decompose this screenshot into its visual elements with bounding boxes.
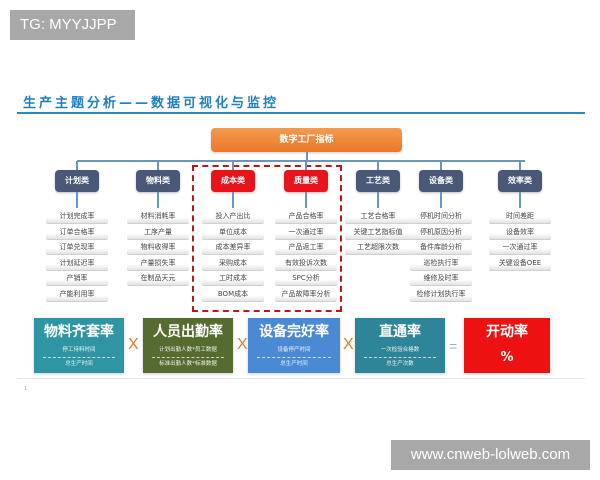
connector-category-stem [305,192,307,208]
connector-category-drop [76,161,78,171]
metric-item: 投入产出比 [202,210,264,224]
category-node: 效率类 [498,170,542,192]
metric-item: BOM成本 [202,287,264,302]
card-denominator: 总生产时间 [65,361,93,367]
card-title: 人员出勤率 [153,324,223,340]
card-numerator: 设备停产时间 [277,347,311,353]
metric-item: 订单兑现率 [46,241,108,255]
metric-item: 订单合格率 [46,225,108,240]
result-title: 开动率 [486,324,528,340]
connector-horizontal-bus [77,160,525,162]
metric-item: 工时成本 [202,272,264,286]
metric-item: 工艺超限次数 [345,241,411,255]
metric-item: 产量损失率 [127,256,189,271]
metric-item: 工序产量 [127,225,189,240]
multiply-operator: X [237,336,248,353]
metric-item: 检修计划执行率 [410,287,472,302]
card-title: 物料齐套率 [44,324,114,340]
fraction-bar [43,357,115,358]
connector-category-drop [232,161,234,171]
connector-category-drop [377,161,379,171]
bottom-divider [17,378,585,379]
equals-operator: = [449,338,458,354]
metric-item: 停机原因分析 [410,225,472,240]
metric-item: 巡检执行率 [410,256,472,271]
fraction-bar [257,357,331,358]
connector-category-stem [440,192,442,208]
formula-card-attendance-rate: 人员出勤率 计划出勤人数*员工数据 标准出勤人数*标准数据 [143,318,233,373]
metric-item: 产品故障率分析 [275,287,337,302]
connector-category-stem [519,192,521,208]
category-node: 质量类 [284,170,328,192]
result-value: % [500,350,514,365]
multiply-operator: X [128,336,139,353]
category-node: 物料类 [136,170,180,192]
watermark-bottom: www.cnweb-lolweb.com [391,440,590,470]
metric-item: 维修及时率 [410,272,472,286]
metric-item: 备件库龄分析 [410,241,472,255]
multiply-operator: X [343,336,354,353]
metric-item: 产销率 [46,272,108,286]
connector-category-stem [157,192,159,208]
metric-item: SPC分析 [275,272,337,286]
connector-root-stem [306,152,308,161]
metric-item: 计划完成率 [46,210,108,224]
metric-item: 一次通过率 [275,225,337,240]
category-node: 计划类 [55,170,99,192]
metric-item: 有效投诉次数 [275,256,337,271]
root-node-digital-factory-metrics: 数字工厂指标 [211,128,402,152]
metric-item: 成本差异率 [202,241,264,255]
metric-item: 一次通过率 [489,241,551,255]
connector-category-stem [232,192,234,208]
title-divider [17,112,585,114]
connector-category-drop [157,161,159,171]
card-denominator: 总生产次数 [386,361,414,367]
metric-item: 时间差距 [489,210,551,224]
metric-item: 工艺合格率 [345,210,411,224]
card-numerator: 一次检验合格数 [380,347,420,353]
connector-category-stem [76,192,78,208]
metric-item: 产品合格率 [275,210,337,224]
card-numerator: 计划出勤人数*员工数据 [159,347,217,353]
connector-category-stem [377,192,379,208]
metric-item: 在制品天元 [127,272,189,286]
metric-item: 停机时间分析 [410,210,472,224]
formula-result-operating-rate: 开动率 % [464,318,550,373]
metric-item: 关键设备OEE [489,256,551,271]
category-node: 设备类 [419,170,463,192]
card-title: 直通率 [379,324,421,340]
metric-item: 产品返工率 [275,241,337,255]
fraction-bar [364,357,436,358]
category-node: 工艺类 [356,170,400,192]
connector-category-drop [305,161,307,171]
card-denominator: 标准出勤人数*标准数据 [159,361,217,367]
slide-title: 生产主题分析——数据可视化与监控 [23,96,280,111]
formula-card-first-pass-yield: 直通率 一次检验合格数 总生产次数 [355,318,445,373]
connector-category-drop [519,161,521,171]
card-numerator: 停工待料时间 [62,347,96,353]
metric-item: 计划延迟率 [46,256,108,271]
metric-item: 关键工艺指标值 [345,225,411,240]
metric-item: 材料消耗率 [127,210,189,224]
slide: 生产主题分析——数据可视化与监控 数字工厂指标 计划类计划完成率订单合格率订单兑… [0,68,600,408]
category-node: 成本类 [211,170,255,192]
metric-item: 设备效率 [489,225,551,240]
card-denominator: 总生产时间 [280,361,308,367]
formula-card-equipment-availability: 设备完好率 设备停产时间 总生产时间 [248,318,340,373]
connector-category-drop [440,161,442,171]
highlight-dashed-frame [192,165,342,312]
page-mark: 1 [24,386,28,392]
metric-item: 物料收得率 [127,241,189,255]
metric-item: 产能利用率 [46,287,108,302]
metric-item: 采购成本 [202,256,264,271]
metric-item: 单位成本 [202,225,264,240]
watermark-top: TG: MYYJJPP [10,10,135,40]
fraction-bar [152,357,224,358]
formula-card-material-kit-rate: 物料齐套率 停工待料时间 总生产时间 [34,318,124,373]
card-title: 设备完好率 [259,324,329,340]
